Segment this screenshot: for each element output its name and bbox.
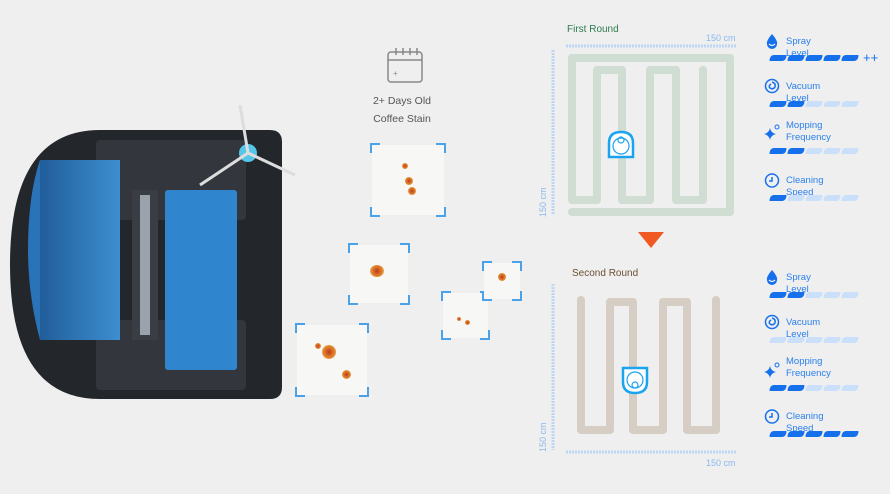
level-segment <box>787 148 805 154</box>
level-segment <box>769 292 787 298</box>
level-bar <box>769 385 859 391</box>
calendar-icon: + <box>387 48 423 83</box>
caption-line-1: 2+ Days Old <box>372 95 432 107</box>
level-segment <box>805 385 823 391</box>
robot-vacuum-underside <box>10 104 296 399</box>
level-extra: ++ <box>863 50 879 65</box>
level-segment <box>823 385 841 391</box>
level-segment <box>787 385 805 391</box>
stain-sample <box>370 143 446 217</box>
swirl-icon <box>764 78 780 94</box>
level-segment <box>823 195 841 201</box>
metric-label: Cleaning Speed <box>786 411 824 434</box>
level-bar <box>769 148 859 154</box>
level-segment <box>769 431 787 437</box>
swirl-icon <box>764 314 780 330</box>
level-segment <box>769 101 787 107</box>
stain-caption: 2+ Days Old Coffee Stain <box>352 92 452 128</box>
stain-sample <box>295 323 369 397</box>
level-segment <box>805 148 823 154</box>
stain-sample <box>482 261 522 301</box>
first-round-title: First Round <box>567 24 619 35</box>
level-segment <box>805 195 823 201</box>
level-segment <box>823 101 841 107</box>
level-segment <box>769 337 787 343</box>
level-segment <box>841 292 859 298</box>
level-segment <box>805 337 823 343</box>
sparkle-icon <box>764 124 780 140</box>
clock-icon <box>764 408 780 424</box>
level-segment <box>841 148 859 154</box>
level-bar: ++ <box>769 50 879 65</box>
level-segment <box>805 55 823 61</box>
level-segment <box>769 195 787 201</box>
metric-label-line: Frequency <box>786 368 831 379</box>
stain-sample <box>348 243 410 305</box>
level-segment <box>841 195 859 201</box>
clock-icon <box>764 172 780 188</box>
second-round-title: Second Round <box>572 268 639 279</box>
down-arrow-icon <box>638 232 664 248</box>
level-segment <box>805 431 823 437</box>
level-segment <box>823 431 841 437</box>
sparkle-icon <box>764 362 780 378</box>
first-round-path <box>551 44 736 216</box>
level-segment <box>787 337 805 343</box>
metric-label-line: Mopping <box>786 120 823 131</box>
level-segment <box>787 195 805 201</box>
level-segment <box>769 385 787 391</box>
level-segment <box>805 101 823 107</box>
level-segment <box>787 431 805 437</box>
metric-label: Cleaning Speed <box>786 175 824 198</box>
level-bar <box>769 101 859 107</box>
level-segment <box>823 292 841 298</box>
water-drop-icon <box>764 33 780 49</box>
level-bar <box>769 292 859 298</box>
metric-label: Spray Level <box>786 36 811 59</box>
metric-label: Vacuum Level <box>786 81 821 104</box>
second-round-path <box>551 284 736 454</box>
level-segment <box>823 55 841 61</box>
level-segment <box>841 55 859 61</box>
level-segment <box>787 292 805 298</box>
level-bar <box>769 195 859 201</box>
level-segment <box>841 337 859 343</box>
metric-label: Vacuum Level <box>786 317 821 340</box>
robot-position-icon <box>621 366 649 395</box>
second-round-width: 150 cm <box>706 458 736 468</box>
first-round-width: 150 cm <box>706 33 736 43</box>
level-segment <box>841 101 859 107</box>
level-bar <box>769 337 859 343</box>
level-segment <box>769 55 787 61</box>
level-segment <box>823 148 841 154</box>
metric-label: Spray Level <box>786 272 811 295</box>
level-bar <box>769 431 859 437</box>
caption-line-2: Coffee Stain <box>373 113 431 125</box>
level-segment <box>805 292 823 298</box>
robot-position-icon <box>607 130 635 159</box>
svg-text:+: + <box>393 69 398 78</box>
metric-label-line: Frequency <box>786 132 831 143</box>
metric-label-line: Mopping <box>786 356 823 367</box>
level-segment <box>787 55 805 61</box>
level-segment <box>787 101 805 107</box>
level-segment <box>841 431 859 437</box>
level-segment <box>769 148 787 154</box>
water-drop-icon <box>764 269 780 285</box>
level-segment <box>823 337 841 343</box>
level-segment <box>841 385 859 391</box>
